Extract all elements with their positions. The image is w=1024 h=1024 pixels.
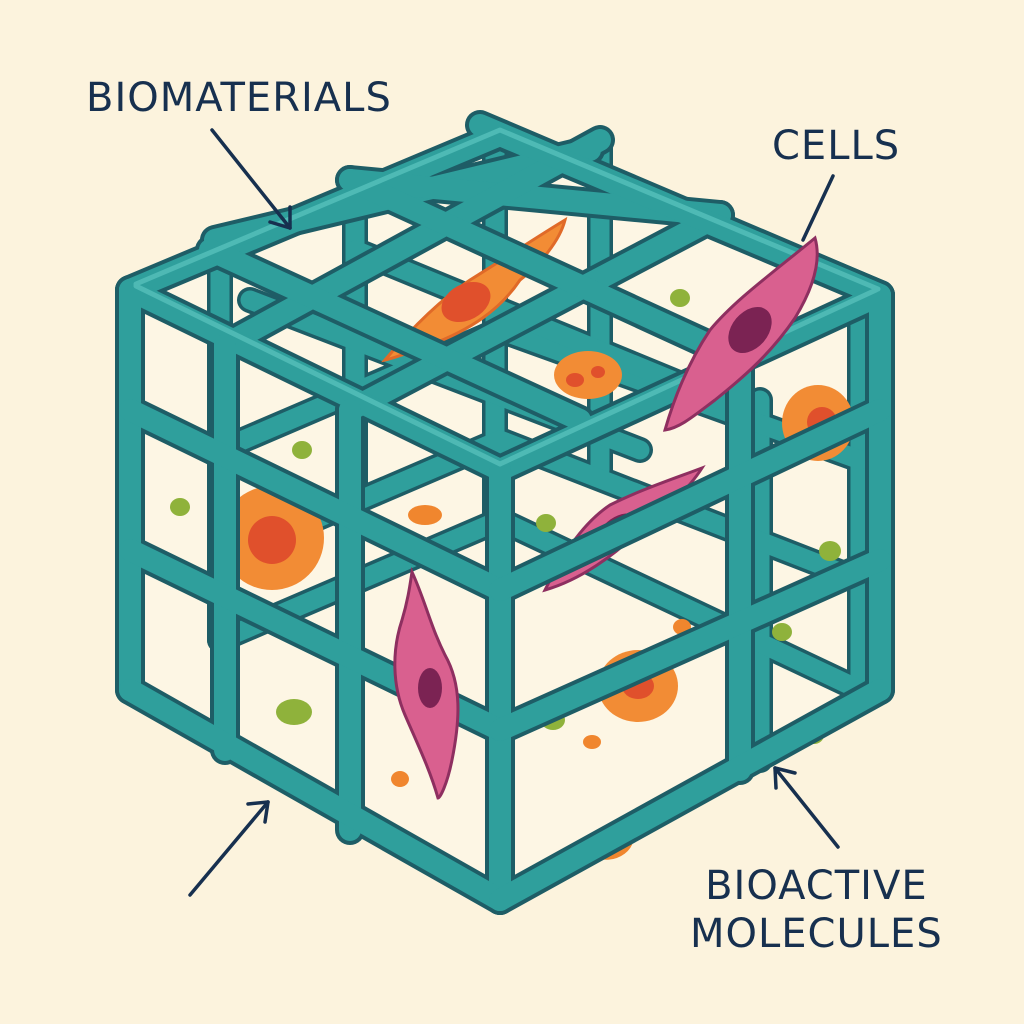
arrow-bottom-left [188,800,270,897]
label-cells: CELLS [772,123,901,169]
arrow-cells [801,174,835,242]
arrow-biomaterials [210,128,292,230]
spindle-cell-pink-bottom [393,566,460,800]
cells-front [393,235,819,800]
label-bioactive-molecules: BIOACTIVE MOLECULES [690,862,943,958]
label-bioactive-line2: MOLECULES [690,911,943,957]
spindle-cell-pink-top [662,235,819,432]
scaffold-front-beams [115,110,895,915]
label-bioactive-line1: BIOACTIVE [705,863,928,909]
arrow-bioactive-molecules [773,766,840,849]
round-cell-small-interior [554,351,622,399]
round-cell-large-left [220,486,324,590]
annotation-arrows [188,128,840,897]
label-biomaterials: BIOMATERIALS [86,75,392,121]
